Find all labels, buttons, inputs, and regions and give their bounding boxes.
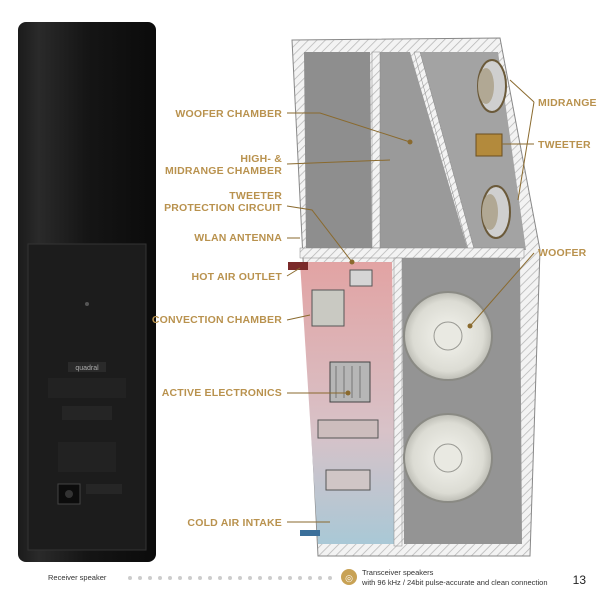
label-tweeter-protection-1: TWEETER [229, 190, 282, 202]
label-wlan-antenna: WLAN ANTENNA [194, 232, 282, 244]
footer-transceiver-caption-2: with 96 kHz / 24bit pulse-accurate and c… [362, 578, 548, 587]
footer-transceiver-caption-1: Transceiver speakers [362, 568, 434, 577]
label-woofer: WOOFER [538, 247, 587, 259]
svg-text:◎: ◎ [345, 573, 353, 583]
label-tweeter-protection-2: PROTECTION CIRCUIT [164, 202, 282, 214]
label-convection-chamber: CONVECTION CHAMBER [151, 314, 282, 326]
label-high-midrange-1: HIGH- & [240, 153, 282, 165]
svg-text:quadral: quadral [75, 365, 99, 372]
label-cold-air-intake: COLD AIR INTAKE [187, 517, 282, 529]
label-tweeter: TWEETER [538, 139, 591, 151]
label-hot-air-outlet: HOT AIR OUTLET [191, 271, 282, 283]
label-high-midrange-2: MIDRANGE CHAMBER [165, 165, 282, 177]
label-woofer-chamber: WOOFER CHAMBER [175, 108, 282, 120]
transceiver-icon [341, 569, 357, 585]
label-midrange: MIDRANGE [538, 97, 597, 109]
receiver-speaker-back: quadral [18, 22, 156, 562]
page-number: 13 [572, 573, 586, 587]
footer-receiver-caption: Receiver speaker [48, 573, 107, 582]
label-active-electronics: ACTIVE ELECTRONICS [161, 387, 282, 399]
